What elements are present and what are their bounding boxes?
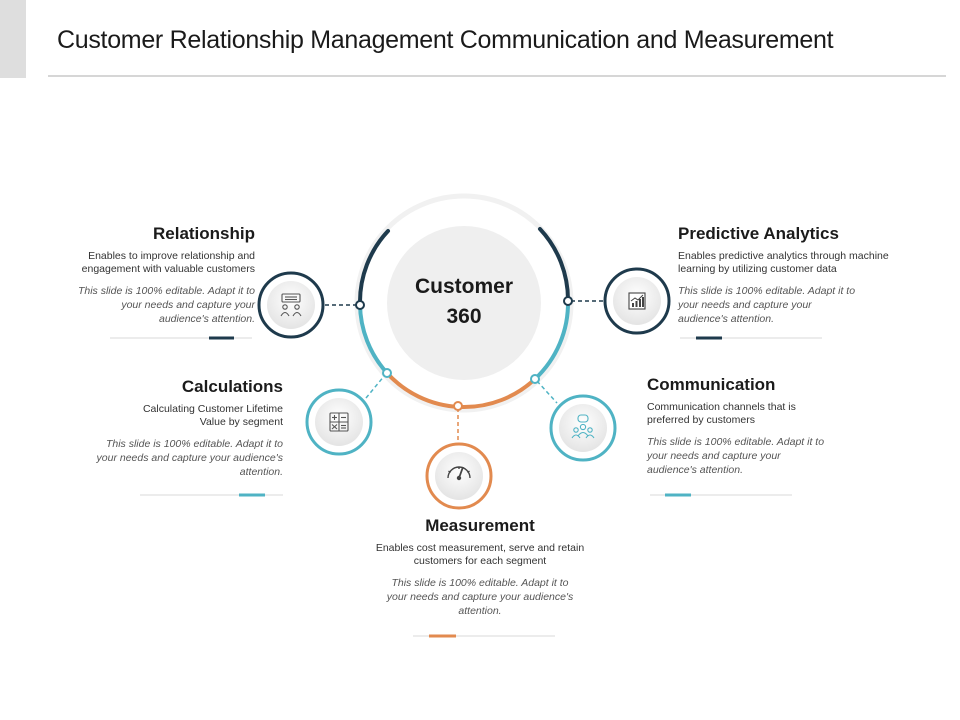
arc-communication [533,300,571,381]
section-communication: Communication Communication channels tha… [647,375,833,477]
meeting-icon [280,293,302,317]
section-description: Enables predictive analytics through mac… [678,250,889,275]
junction-calculations [382,368,392,378]
section-description: Enables to improve relationship and enga… [81,250,255,275]
arc-predictive [538,227,571,303]
section-note: This slide is 100% editable. Adapt it to… [77,285,255,325]
section-heading: Relationship [152,224,255,243]
section-description: Calculating Customer Lifetime Value by s… [142,403,283,428]
hub-label: Customer 360 [390,272,538,332]
corner-accent [0,0,26,78]
section-description: Communication channels that is preferred… [647,401,796,426]
section-heading: Calculations [181,377,283,396]
gauge-icon [447,466,471,481]
arc-calculations [358,303,389,375]
title-divider [48,75,946,77]
junction-relationship [355,300,365,310]
junction-measurement [453,401,463,411]
node-predictive [603,267,671,335]
section-predictive: Predictive Analytics Enables predictive … [678,224,914,326]
node-communication [549,394,617,462]
junction-predictive [563,296,573,306]
arc-relationship [357,229,390,306]
section-note: This slide is 100% editable. Adapt it to… [96,438,283,478]
section-note: This slide is 100% editable. Adapt it to… [678,285,856,325]
node-relationship [257,271,325,339]
calculator-icon [329,412,349,432]
junction-communication [530,374,540,384]
hub-label-line1: Customer [414,275,514,298]
node-calculations [305,388,373,456]
users-icon [571,414,595,439]
hub-circle [387,226,541,380]
node-measurement [425,442,493,510]
chart-icon [628,292,646,310]
connector-communication [536,380,558,404]
section-heading: Measurement [425,516,535,535]
section-relationship: Relationship Enables to improve relation… [40,224,255,326]
hub-label-line2: 360 [446,305,482,328]
section-calculations: Calculations Calculating Customer Lifeti… [93,377,283,479]
section-heading: Predictive Analytics [678,224,839,243]
section-description: Enables cost measurement, serve and reta… [375,542,585,567]
connector-calculations [365,374,386,399]
section-measurement: Measurement Enables cost measurement, se… [372,516,588,618]
slide-title: Customer Relationship Management Communi… [57,26,834,54]
section-heading: Communication [647,375,776,394]
section-note: This slide is 100% editable. Adapt it to… [647,436,825,476]
section-note: This slide is 100% editable. Adapt it to… [386,577,574,617]
